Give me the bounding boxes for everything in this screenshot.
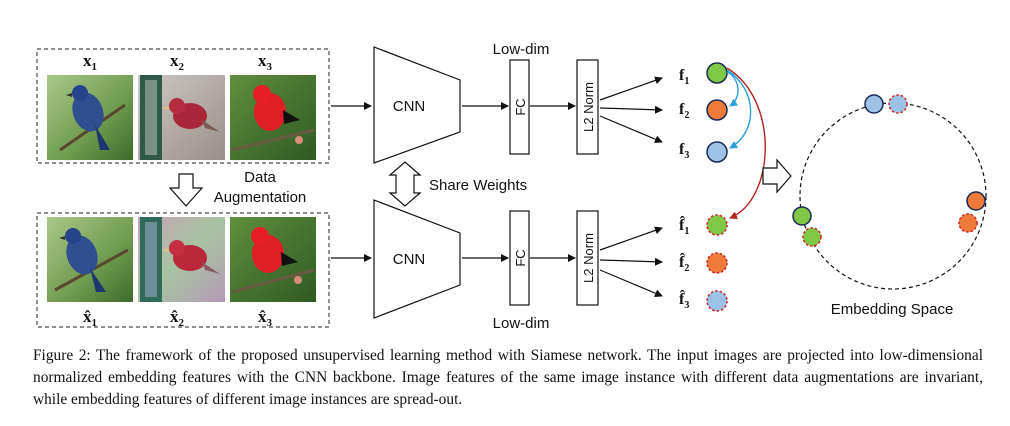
bird-image-x3 [230,75,316,160]
image-label-x3-hat: x̂3 [258,307,273,329]
cnn-top [373,46,461,164]
feature-label-f2: f2 [679,101,689,121]
cnn-bottom-label: CNN [393,251,426,268]
embed-point-blue-hat [888,94,908,114]
bird-image-x2-hat [138,217,225,302]
l2-norm-bottom-label: L2 Norm [581,233,596,283]
feature-label-f1: f1 [679,67,689,87]
arrow-norm-to-f1 [599,76,663,101]
fc-top-label: FC [513,98,528,115]
image-label-x1-hat: x̂1 [83,307,97,329]
bird-image-x2 [138,75,225,160]
fc-top-box [509,59,530,155]
feature-circle-f1-hat [706,214,728,236]
bird-image-x1 [47,75,133,160]
share-weights-label: Share Weights [429,177,527,194]
feature-circle-f1 [706,62,728,84]
feature-circle-f2-hat [706,252,728,274]
blue-arrow-f1-to-f3 [726,69,752,149]
low-dim-top-label: Low-dim [493,41,550,58]
image-label-x2-hat: x̂2 [170,307,185,329]
cnn-bottom [373,199,461,319]
bird-image-x1-hat [47,217,133,302]
arrow-norm-to-f3-hat [599,269,663,297]
low-dim-bottom-label: Low-dim [493,315,550,332]
image-label-x2: x2 [170,51,185,73]
embed-point-green [792,206,812,226]
feature-circle-f2 [706,99,728,121]
embed-point-green-hat [802,227,822,247]
embed-point-orange-hat [958,213,978,233]
image-label-x3: x3 [258,51,273,73]
caption-text: The framework of the proposed unsupervis… [33,347,983,408]
embed-point-blue [864,94,884,114]
arrow-norm-to-f2-hat [599,257,663,266]
arrow-norm-to-f2 [599,105,663,114]
feature-label-f3: f3 [679,141,689,161]
feature-label-f2-hat: f̂2 [679,252,689,274]
l2-norm-top-label: L2 Norm [581,82,596,132]
embedding-arrow [762,158,792,194]
image-label-x1: x1 [83,51,97,73]
figure-caption: Figure 2: The framework of the proposed … [33,345,983,411]
embed-point-orange [966,191,986,211]
fc-bottom-label: FC [513,249,528,266]
augmentation-label-line1: Data [244,169,276,186]
bird-image-x3-hat [230,217,316,302]
embedding-circle [799,102,987,290]
red-arrow-f1-to-f1-hat [726,67,766,220]
cnn-top-label: CNN [393,98,426,115]
share-weights-arrow [388,161,422,207]
feature-label-f3-hat: f̂3 [679,289,689,311]
feature-circle-f3-hat [706,290,728,312]
framework-diagram: x1 x2 x3 [36,41,987,332]
figure-number: Figure 2: [33,347,91,364]
augmentation-arrow [168,173,204,207]
embedding-space-label: Embedding Space [831,301,954,318]
l2-norm-bottom-box [576,210,599,306]
feature-circle-f3 [706,141,728,163]
augmentation-label-line2: Augmentation [214,189,307,206]
feature-label-f1-hat: f̂1 [679,215,689,237]
blue-arrow-f1-to-f2 [726,71,739,107]
arrow-norm-to-f3 [599,115,663,143]
fc-bottom-box [509,210,530,306]
l2-norm-top-box [576,59,599,155]
arrow-norm-to-f1-hat [599,226,663,251]
